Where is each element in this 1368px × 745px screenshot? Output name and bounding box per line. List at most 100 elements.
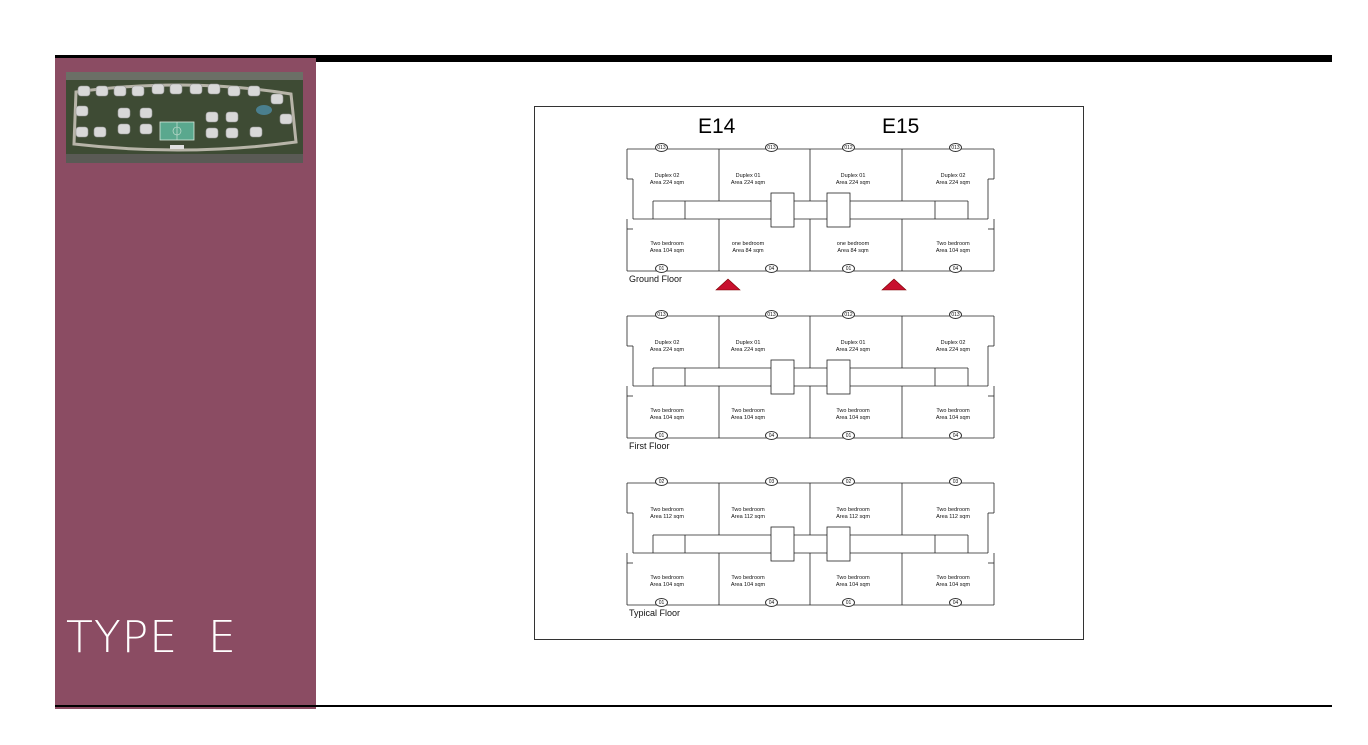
- unit-name: Two bedroom: [731, 408, 765, 414]
- unit-name: one bedroom: [836, 241, 870, 247]
- unit-number-badge: 04: [765, 431, 778, 440]
- unit-name: Duplex 02: [654, 340, 680, 346]
- unit-number-badge: 01: [842, 264, 855, 273]
- unit-name: Duplex 01: [735, 173, 761, 179]
- unit-number-badge: 04: [949, 598, 962, 607]
- unit-name: Two bedroom: [936, 507, 970, 513]
- stair-core: [770, 359, 795, 395]
- floor-plan-drawing: [626, 148, 995, 606]
- unit-area: Area 224 sqm: [649, 346, 685, 353]
- unit-number-badge: 01: [655, 264, 668, 273]
- unit-number-badge: 02: [842, 477, 855, 486]
- unit-area: Area 112 sqm: [836, 513, 870, 520]
- unit-area: Area 104 sqm: [649, 581, 685, 588]
- unit-number-badge: 013: [655, 310, 668, 319]
- unit-name: Two bedroom: [731, 507, 765, 513]
- unit-number-badge: 04: [949, 264, 962, 273]
- unit-name: Two bedroom: [650, 575, 684, 581]
- unit-area: Area 224 sqm: [935, 346, 971, 353]
- unit-area: Area 224 sqm: [730, 346, 766, 353]
- unit-number-badge: 013: [949, 310, 962, 319]
- unit-area: Area 104 sqm: [649, 247, 685, 254]
- unit-name: Two bedroom: [836, 408, 870, 414]
- building-label-e14: E14: [698, 115, 736, 138]
- unit-number-badge: 04: [765, 598, 778, 607]
- unit-name: Duplex 01: [840, 340, 866, 346]
- unit-area: Area 224 sqm: [835, 346, 871, 353]
- unit-number-badge: 013: [765, 310, 778, 319]
- unit-name: Two bedroom: [731, 575, 765, 581]
- unit-name: one bedroom: [731, 241, 765, 247]
- unit-name: Two bedroom: [650, 241, 684, 247]
- stair-core: [826, 526, 851, 562]
- entrance-marker-icon: [881, 278, 907, 291]
- unit-area: Area 104 sqm: [835, 414, 871, 421]
- entrance-marker-icon: [715, 278, 741, 291]
- unit-name: Two bedroom: [836, 575, 870, 581]
- side-panel: [55, 58, 316, 709]
- stair-core: [826, 192, 851, 228]
- unit-number-badge: 04: [765, 264, 778, 273]
- compound-aerial-image: [66, 72, 303, 163]
- unit-area: Area 104 sqm: [935, 581, 971, 588]
- bottom-rule: [55, 705, 1332, 707]
- unit-name: Two bedroom: [936, 408, 970, 414]
- unit-name: Two bedroom: [836, 507, 870, 513]
- unit-number-badge: 013: [765, 143, 778, 152]
- unit-area: Area 104 sqm: [649, 414, 685, 421]
- unit-number-badge: 01: [842, 431, 855, 440]
- unit-area: Area 224 sqm: [649, 179, 685, 186]
- stair-core: [770, 192, 795, 228]
- building-label-e15: E15: [882, 115, 920, 138]
- unit-number-badge: 01: [655, 431, 668, 440]
- unit-number-badge: 012: [842, 310, 855, 319]
- unit-area: Area 104 sqm: [730, 581, 766, 588]
- unit-area: Area 84 sqm: [837, 247, 869, 254]
- unit-area: Area 224 sqm: [935, 179, 971, 186]
- unit-area: Area 104 sqm: [935, 414, 971, 421]
- unit-name: Duplex 02: [654, 173, 680, 179]
- unit-area: Area 84 sqm: [732, 247, 764, 254]
- unit-number-badge: 02: [655, 477, 668, 486]
- unit-name: Duplex 01: [735, 340, 761, 346]
- unit-name: Duplex 02: [940, 340, 966, 346]
- unit-number-badge: 03: [765, 477, 778, 486]
- unit-name: Duplex 01: [840, 173, 866, 179]
- unit-number-badge: 01: [842, 598, 855, 607]
- stair-core: [826, 359, 851, 395]
- stair-core: [770, 526, 795, 562]
- unit-number-badge: 012: [842, 143, 855, 152]
- unit-number-badge: 013: [655, 143, 668, 152]
- unit-area: Area 104 sqm: [935, 247, 971, 254]
- unit-area: Area 112 sqm: [936, 513, 970, 520]
- unit-number-badge: 013: [949, 143, 962, 152]
- unit-name: Two bedroom: [936, 241, 970, 247]
- unit-name: Two bedroom: [936, 575, 970, 581]
- floor-label: First Floor: [629, 441, 670, 451]
- unit-number-badge: 04: [949, 431, 962, 440]
- unit-name: Duplex 02: [940, 173, 966, 179]
- unit-area: Area 112 sqm: [731, 513, 765, 520]
- top-rule: [55, 55, 1332, 62]
